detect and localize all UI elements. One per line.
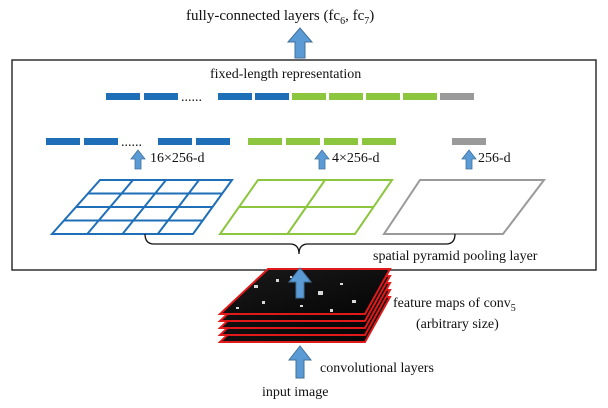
bin-segment-blue bbox=[84, 138, 118, 145]
fixed-length-vector: ...... bbox=[106, 90, 474, 105]
vector-segment-blue bbox=[218, 93, 252, 100]
bin-segment-blue bbox=[46, 138, 80, 145]
conv-layers-label: convolutional layers bbox=[320, 361, 434, 376]
feature-maps-label: feature maps of conv5 bbox=[393, 296, 516, 314]
up-arrow-icon bbox=[286, 27, 314, 59]
up-arrow-icon bbox=[287, 267, 313, 299]
up-arrow-icon bbox=[314, 149, 330, 170]
spp-layer-label: spatial pyramid pooling layer bbox=[373, 249, 538, 264]
bin-segment-green bbox=[248, 138, 282, 145]
pooling-grid-2x2 bbox=[218, 179, 394, 235]
vector-segment-green bbox=[403, 93, 437, 100]
vector-segment-green bbox=[329, 93, 363, 100]
arbitrary-size-label: (arbitrary size) bbox=[416, 317, 499, 332]
up-arrow-icon bbox=[287, 345, 313, 379]
up-arrow-icon bbox=[461, 149, 477, 170]
pooling-grid-4x4 bbox=[49, 179, 234, 235]
curly-brace-icon bbox=[144, 233, 456, 255]
vector-segment-blue bbox=[144, 93, 178, 100]
dim-16-label: 16×256-d bbox=[150, 151, 205, 166]
feature-maps-stack bbox=[217, 268, 392, 343]
vector-segment-green bbox=[292, 93, 326, 100]
bin-segment-green bbox=[286, 138, 320, 145]
dots-mid: ...... bbox=[121, 135, 142, 150]
vector-segment-blue bbox=[255, 93, 289, 100]
fixed-length-label: fixed-length representation bbox=[210, 67, 361, 82]
dim-4-label: 4×256-d bbox=[332, 151, 380, 166]
dots-top: ...... bbox=[181, 90, 202, 105]
activation-specks bbox=[236, 276, 356, 312]
vector-segment-gray bbox=[440, 93, 474, 100]
vector-segment-green bbox=[366, 93, 400, 100]
blue-bins-row: ...... bbox=[46, 135, 230, 150]
bin-segment-gray bbox=[452, 138, 486, 145]
bin-segment-blue bbox=[196, 138, 230, 145]
bin-segment-green bbox=[362, 138, 396, 145]
dim-1-label: 256-d bbox=[478, 151, 511, 166]
green-bins-row bbox=[248, 138, 396, 145]
pooling-grid-1x1 bbox=[382, 179, 547, 235]
bin-segment-blue bbox=[158, 138, 192, 145]
fc-layers-label: fully-connected layers (fc6, fc7) bbox=[186, 8, 374, 27]
bin-segment-green bbox=[324, 138, 358, 145]
input-image-label: input image bbox=[262, 385, 329, 400]
up-arrow-icon bbox=[130, 149, 146, 170]
vector-segment-blue bbox=[106, 93, 140, 100]
